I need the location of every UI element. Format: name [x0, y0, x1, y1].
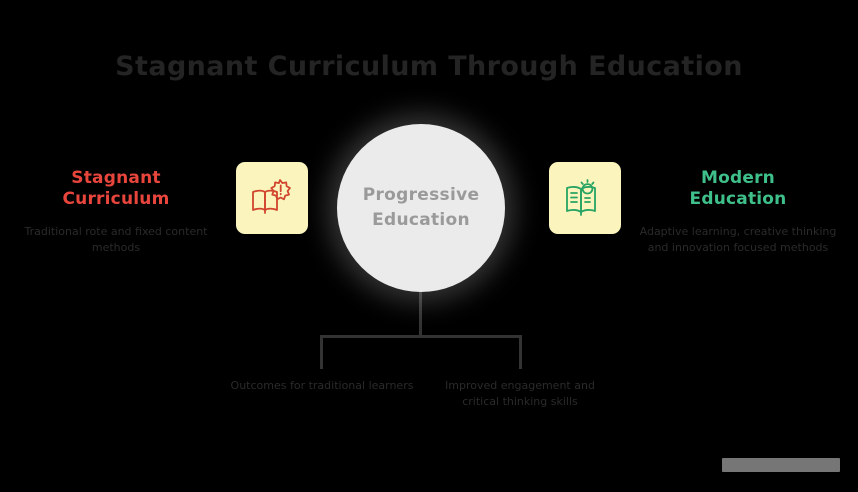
right-concept-heading-line1: Modern: [701, 168, 775, 188]
left-concept-body: Traditional rote and fixed content metho…: [24, 225, 208, 254]
right-concept-heading-line2: Education: [689, 189, 787, 209]
connector-bar: [320, 335, 522, 338]
page-title: Stagnant Curriculum Through Education: [115, 51, 743, 82]
central-node-label-line2: Education: [372, 210, 470, 230]
right-concept-heading: Modern Education: [638, 168, 838, 210]
left-concept-block: Stagnant Curriculum Traditional rote and…: [16, 168, 216, 256]
book-alert-icon: [248, 174, 296, 222]
right-icon-card: [549, 162, 621, 234]
connector-leg-right: [519, 335, 522, 369]
left-concept-heading: Stagnant Curriculum: [16, 168, 216, 210]
connector-leg-left: [320, 335, 323, 369]
bottom-outcome-left: Outcomes for traditional learners: [230, 379, 414, 392]
left-concept-heading-line1: Stagnant: [71, 168, 161, 188]
left-icon-card: [236, 162, 308, 234]
central-node-label: Progressive Education: [363, 183, 480, 233]
bottom-outcome-right: Improved engagement and critical thinkin…: [445, 379, 595, 408]
central-node-label-line1: Progressive: [362, 185, 480, 205]
left-concept-heading-line2: Curriculum: [62, 189, 170, 209]
connector-stem: [419, 290, 422, 337]
watermark-bar: [722, 458, 840, 472]
right-concept-body: Adaptive learning, creative thinking and…: [639, 225, 837, 254]
central-node: Progressive Education: [337, 124, 505, 292]
book-lightbulb-icon: [561, 174, 609, 222]
right-concept-block: Modern Education Adaptive learning, crea…: [638, 168, 838, 256]
